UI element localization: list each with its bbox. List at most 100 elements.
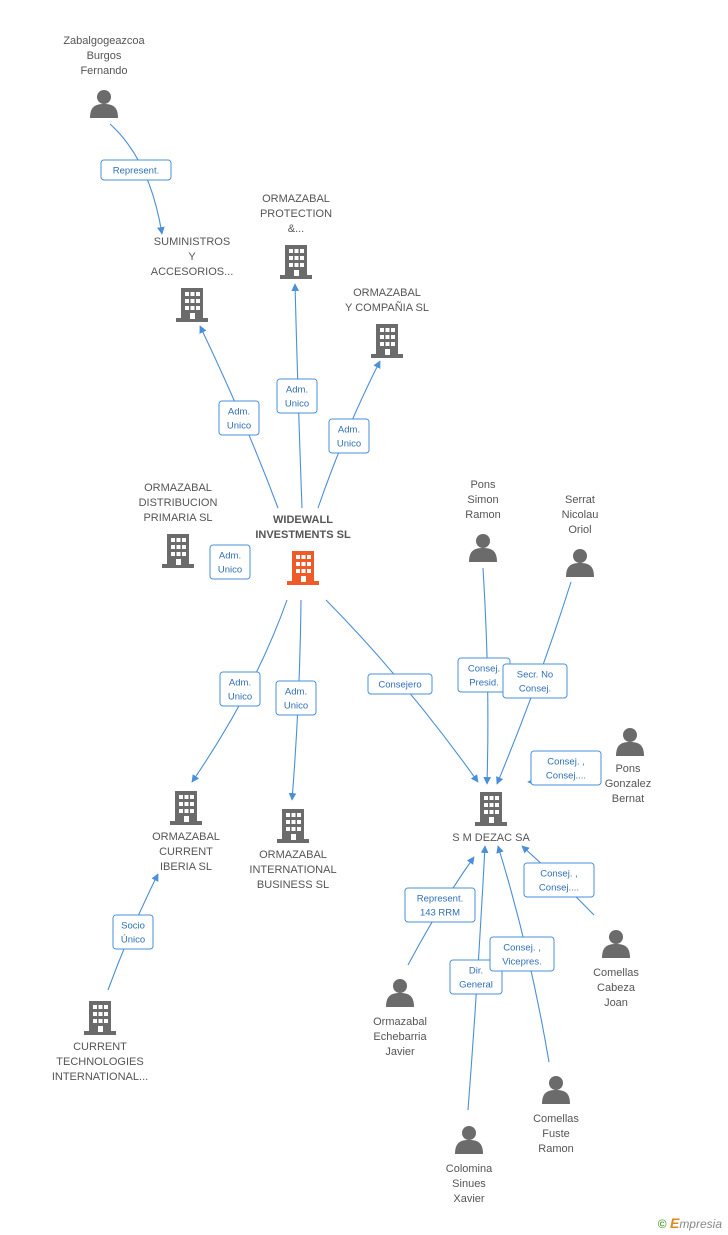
role-text: Represent. [417,894,463,905]
role-text: Presid. [469,678,499,689]
building-icon [287,551,319,585]
building-icon [280,245,312,279]
role-text: Consej. , [503,943,541,954]
node-label: Y [188,251,196,263]
node-label: &... [288,223,305,235]
node-protection[interactable]: ORMAZABAL PROTECTION &... [260,193,332,279]
role-box [523,862,595,898]
node-label: Javier [385,1046,415,1058]
role-text: Adm. [286,385,308,396]
node-label: Ramon [538,1143,573,1155]
node-label: PROTECTION [260,208,332,220]
role-label-pons_simon-to-smdezac[interactable]: Consej.Presid. [457,657,511,693]
building-icon [277,809,309,843]
role-text: Consejero [378,680,421,691]
role-label-widewall-to-suministros[interactable]: Adm. Unico [218,400,260,436]
person-icon [386,979,414,1007]
role-label-ormazabal_echebarria-to-smdezac[interactable]: Represent. 143 RRM [404,887,476,923]
role-text: Adm. [338,425,360,436]
node-label: Simon [467,494,498,506]
node-label: ORMAZABAL [262,193,330,205]
role-box [276,378,318,414]
role-text: Adm. [285,687,307,698]
node-label: Xavier [453,1193,485,1205]
role-label-widewall-to-intl_business[interactable]: Adm. Unico [275,680,317,716]
node-smdezac[interactable]: S M DEZAC SA [452,792,530,844]
person-icon [602,930,630,958]
role-box [218,400,260,436]
node-current_tech[interactable]: CURRENTTECHNOLOGIESINTERNATIONAL... [52,1001,148,1083]
role-text: Consej. , [540,869,578,880]
role-text: Socio [121,921,145,932]
building-icon [176,288,208,322]
person-icon [469,534,497,562]
role-box [275,680,317,716]
node-label: Ormazabal [373,1016,427,1028]
role-label-widewall-to-distribucion[interactable]: Adm.Unico [209,544,251,580]
node-label: Pons [615,763,641,775]
node-suministros[interactable]: SUMINISTROS Y ACCESORIOS... [151,236,234,322]
role-label-colomina-to-smdezac[interactable]: Dir.General [449,959,503,995]
role-box [489,936,555,972]
role-label-zabal-to-suministros[interactable]: Represent. [100,159,172,181]
role-label-widewall-to-current_iberia[interactable]: Adm.Unico [219,671,261,707]
role-label-pons_gonzalez-to-smdezac[interactable]: Consej. , Consej.... [530,750,602,786]
role-box [530,750,602,786]
person-icon [455,1126,483,1154]
node-label: ACCESORIOS... [151,266,234,278]
node-label: TECHNOLOGIES [56,1056,143,1068]
node-label: Serrat [565,494,595,506]
role-text: Consej.... [546,771,586,782]
role-label-widewall-to-smdezac[interactable]: Consejero [367,673,433,695]
role-text: 143 RRM [420,908,460,919]
role-text: Unico [228,692,252,703]
node-label: ORMAZABAL [259,849,327,861]
node-label: Pons [470,479,496,491]
node-label: Nicolau [562,509,599,521]
node-label: Fernando [80,65,127,77]
role-text: Adm. [228,407,250,418]
node-label: DISTRIBUCION [139,497,218,509]
node-label: Comellas [533,1113,579,1125]
role-text: Unico [227,421,251,432]
node-label: CURRENT [73,1041,127,1053]
node-label: Bernat [612,793,644,805]
node-label: CURRENT [159,846,213,858]
role-box [209,544,251,580]
node-label: SUMINISTROS [154,236,230,248]
role-label-widewall-to-protection[interactable]: Adm.Unico [276,378,318,414]
node-label: Joan [604,997,628,1009]
copyright-brand[interactable]: © Empresia [658,1215,722,1231]
node-label: Cabeza [597,982,636,994]
building-icon [84,1001,116,1035]
role-label-serrat-to-smdezac[interactable]: Secr. No Consej. [502,663,568,699]
node-label: ORMAZABAL [152,831,220,843]
role-label-comellas_fuste-to-smdezac[interactable]: Consej. ,Vicepres. [489,936,555,972]
node-label: ORMAZABAL [144,482,212,494]
role-text: Secr. No [517,670,553,681]
role-text: Unico [284,701,308,712]
person-icon [542,1076,570,1104]
role-text: Consej. , [547,757,585,768]
role-text: Consej. [519,684,551,695]
node-label: Comellas [593,967,639,979]
role-label-widewall-to-ycompania[interactable]: Adm.Unico [328,418,370,454]
node-label: INVESTMENTS SL [255,529,351,541]
role-label-comellas_cabeza-to-smdezac[interactable]: Consej. ,Consej.... [523,862,595,898]
